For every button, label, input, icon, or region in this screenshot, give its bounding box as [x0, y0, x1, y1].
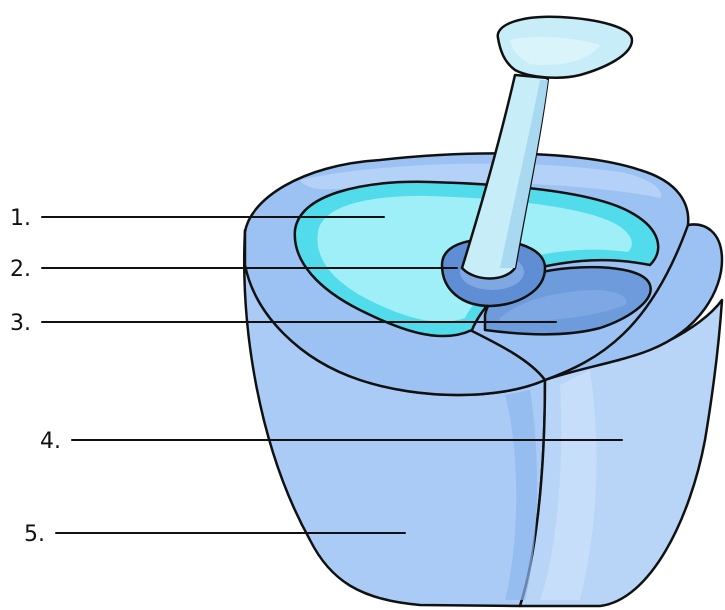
label-1: 1.	[10, 206, 31, 231]
label-4: 4.	[40, 429, 61, 454]
label-2: 2.	[10, 257, 31, 282]
label-5: 5.	[24, 522, 45, 547]
label-3: 3.	[10, 311, 31, 336]
